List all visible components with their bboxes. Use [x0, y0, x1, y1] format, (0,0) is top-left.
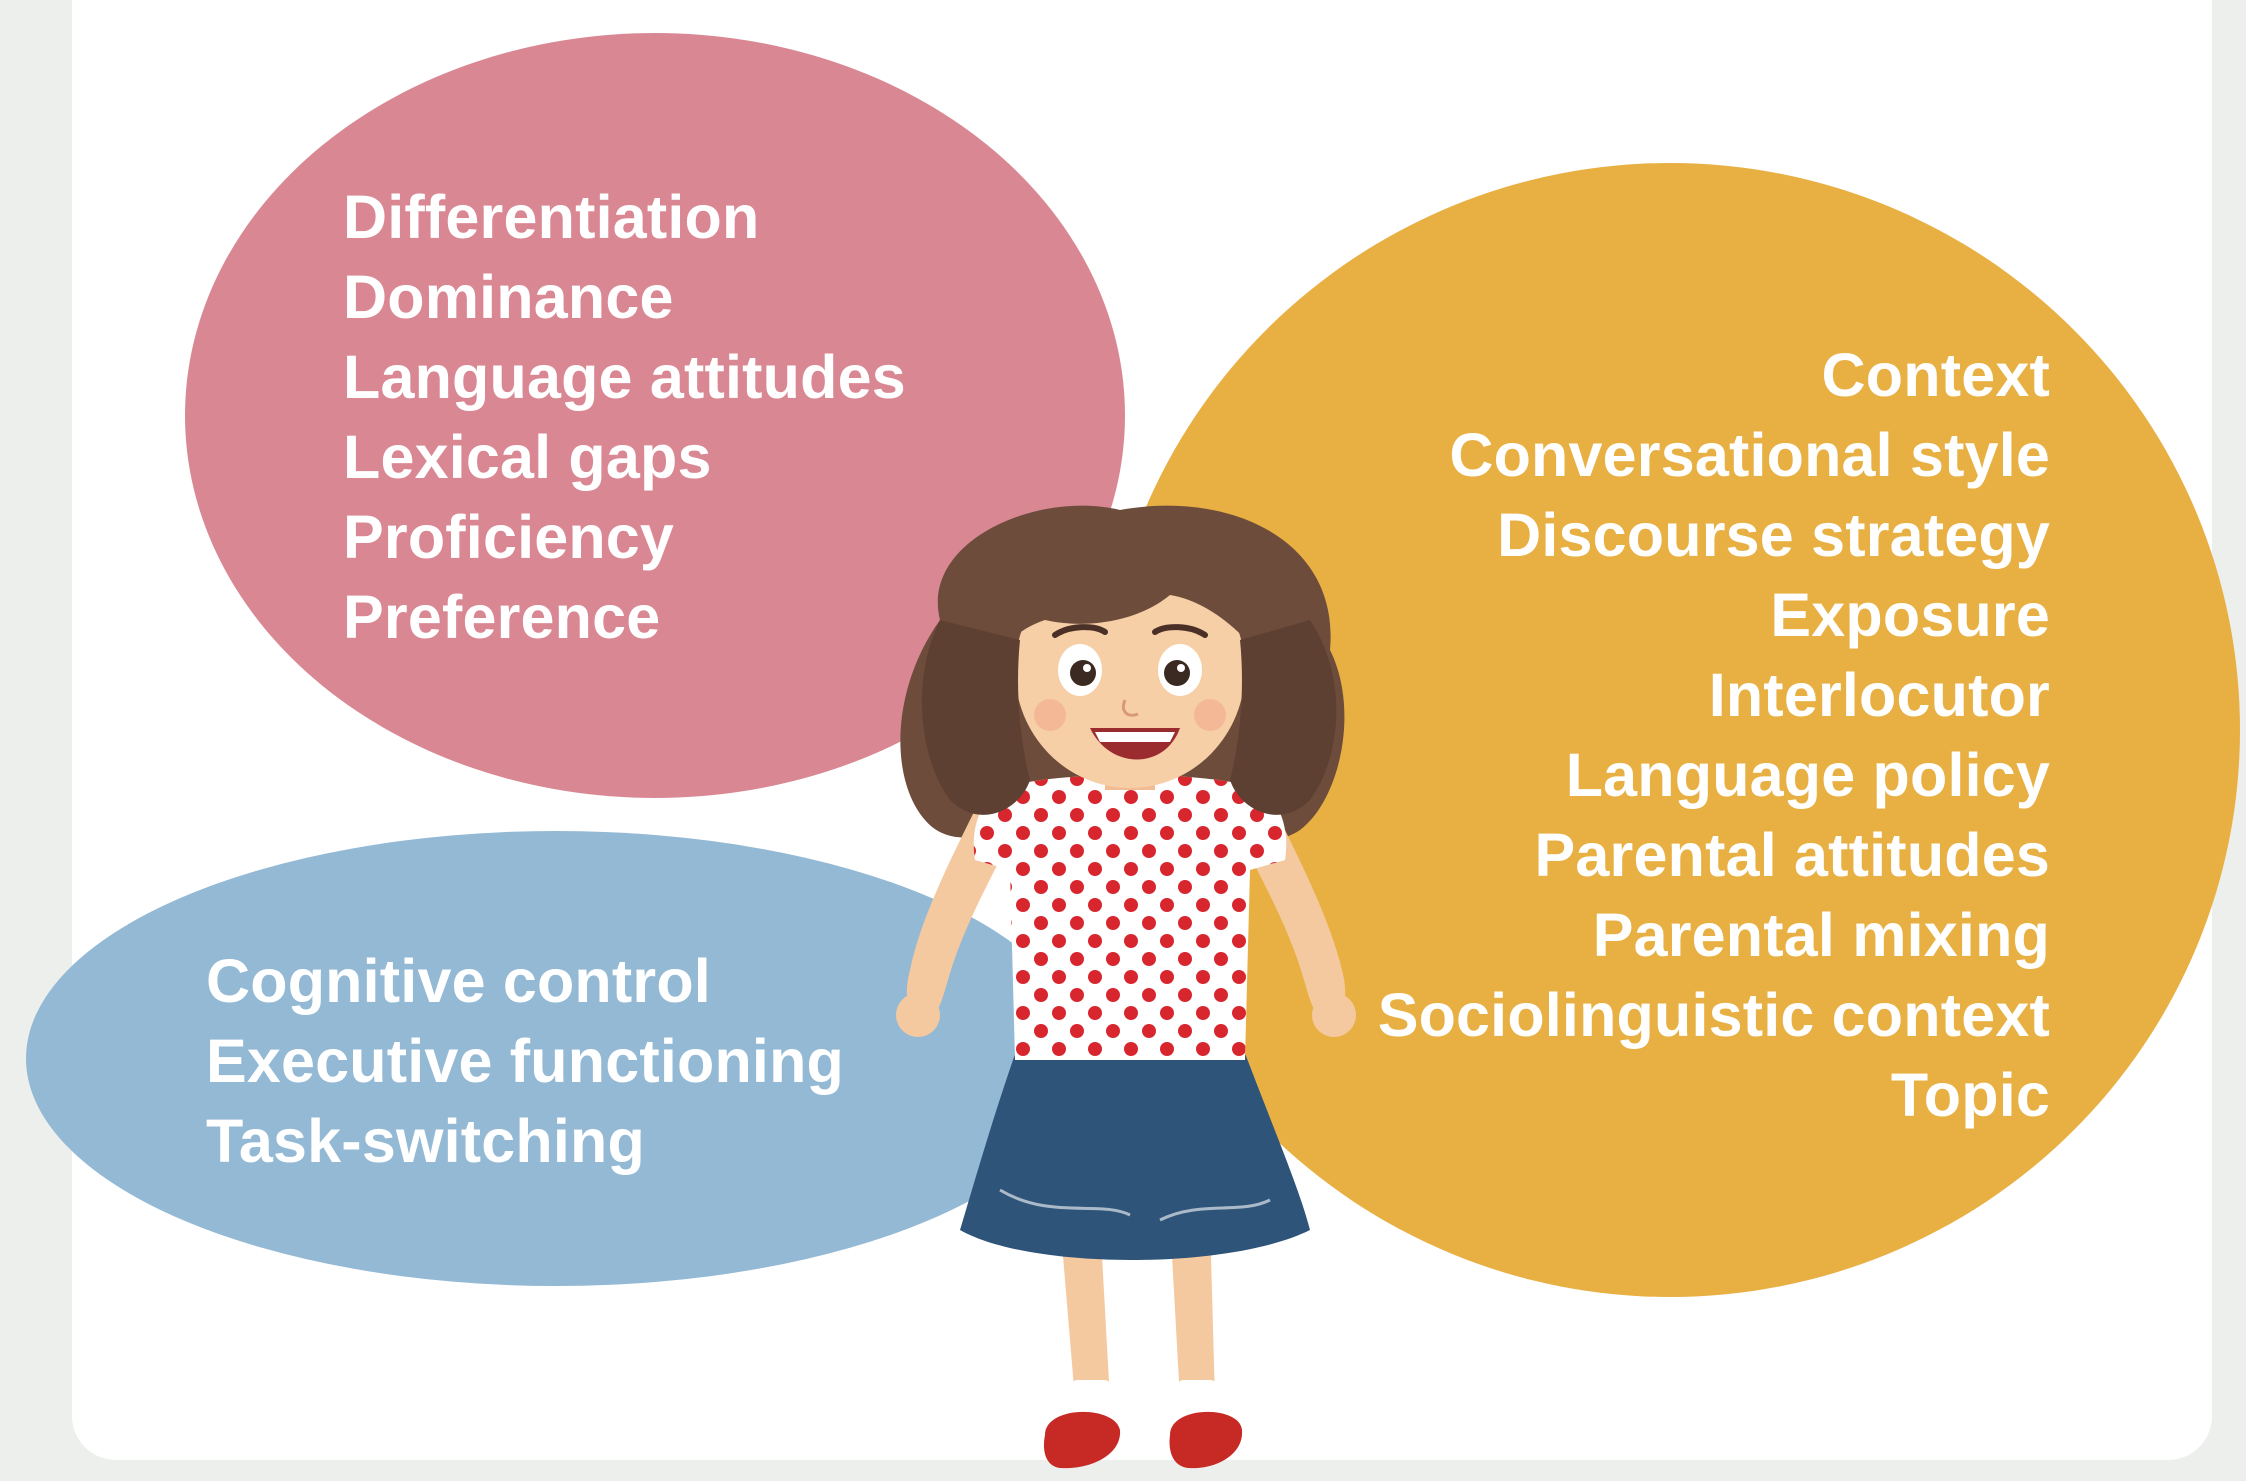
factor-item: Exposure — [1770, 581, 2050, 649]
factor-item: Lexical gaps — [343, 423, 712, 491]
factor-item: Cognitive control — [206, 947, 711, 1015]
factor-item: Context — [1821, 341, 2050, 409]
factor-item: Parental attitudes — [1534, 821, 2050, 889]
factor-item: Language attitudes — [343, 343, 906, 411]
cognitive-factors-list: Cognitive control Executive functioning … — [206, 941, 844, 1181]
factor-item: Topic — [1890, 1061, 2050, 1129]
cognitive-factors-bubble — [26, 831, 1086, 1286]
factor-item: Discourse strategy — [1497, 501, 2050, 569]
individual-factors-list: Differentiation Dominance Language attit… — [343, 177, 906, 657]
factor-item: Sociolinguistic context — [1377, 981, 2050, 1049]
factor-item: Task-switching — [206, 1107, 645, 1175]
factor-item: Interlocutor — [1708, 661, 2050, 729]
factor-item: Preference — [343, 583, 661, 651]
factor-item: Executive functioning — [206, 1027, 844, 1095]
factor-item: Parental mixing — [1592, 901, 2050, 969]
factor-item: Proficiency — [343, 503, 675, 571]
child-girl-illustration — [896, 505, 1356, 1469]
factor-item: Dominance — [343, 263, 674, 331]
factor-item: Conversational style — [1449, 421, 2050, 489]
factor-item: Language policy — [1565, 741, 2050, 809]
factor-item: Differentiation — [343, 183, 760, 251]
environmental-factors-list: Context Conversational style Discourse s… — [1378, 335, 2050, 1135]
